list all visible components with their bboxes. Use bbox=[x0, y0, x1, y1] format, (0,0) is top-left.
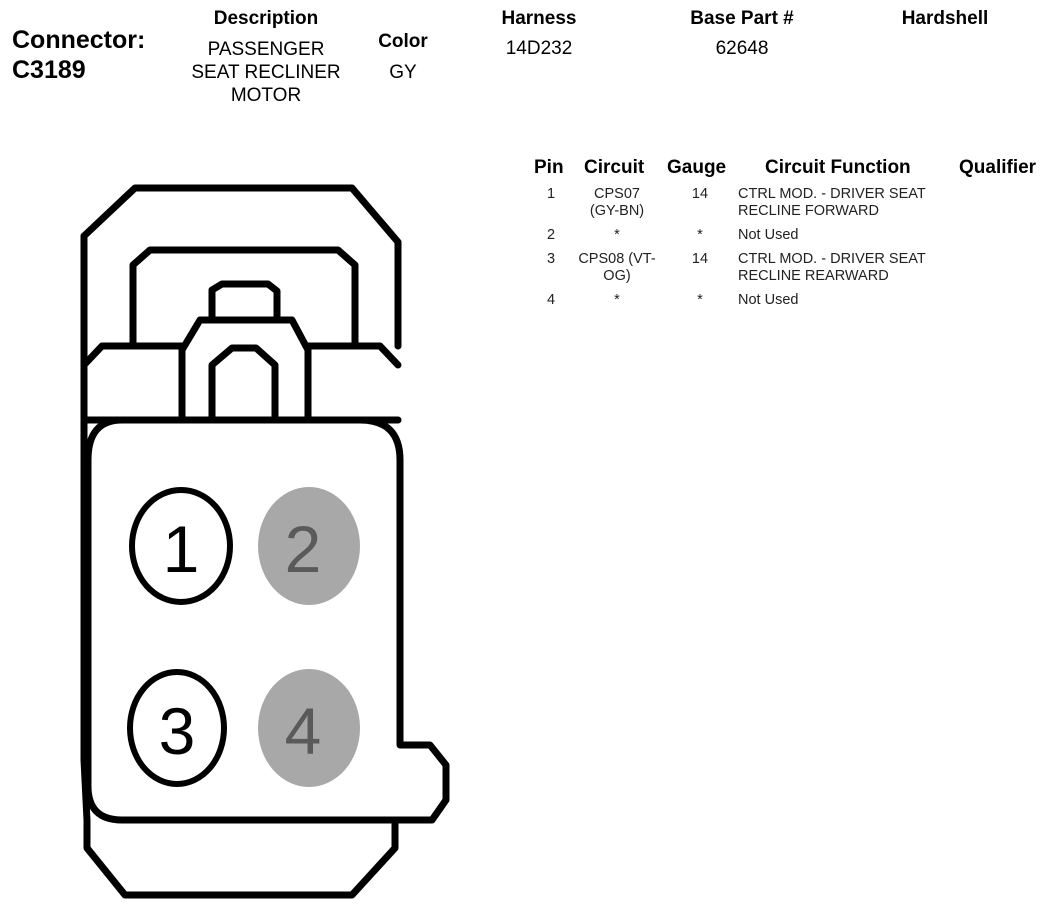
description-header: Description bbox=[213, 8, 319, 29]
pin-2: 2 bbox=[258, 487, 360, 605]
function-line: CTRL MOD. - DRIVER SEAT bbox=[738, 251, 926, 267]
connector-main-face bbox=[84, 416, 450, 824]
table-row-gauge: * bbox=[697, 227, 703, 243]
connector-label: Connector: bbox=[12, 26, 146, 54]
harness-value: 14D232 bbox=[505, 38, 573, 59]
connector-id: C3189 bbox=[12, 56, 86, 84]
col-circuit: Circuit bbox=[584, 157, 645, 178]
base-part-value: 62648 bbox=[715, 38, 769, 59]
table-row-gauge: 14 bbox=[691, 186, 709, 202]
col-circuit-function: Circuit Function bbox=[765, 157, 911, 178]
pin-cavities: 1 2 3 4 bbox=[127, 487, 360, 787]
table-row-function: CTRL MOD. - DRIVER SEAT RECLINE FORWARD bbox=[738, 186, 926, 220]
latch-tab bbox=[208, 280, 281, 322]
pin-2-label: 2 bbox=[285, 512, 322, 586]
right-shoulder bbox=[304, 342, 402, 369]
circuit-line: OG) bbox=[603, 268, 631, 284]
latch-frame bbox=[129, 246, 359, 350]
pin-3-label: 3 bbox=[159, 694, 196, 768]
table-row-pin: 1 bbox=[546, 186, 556, 202]
description-line: MOTOR bbox=[230, 85, 302, 106]
circuit-line: (GY-BN) bbox=[589, 203, 645, 219]
col-pin: Pin bbox=[534, 157, 564, 178]
pin-4-label: 4 bbox=[285, 694, 322, 768]
function-line: RECLINE FORWARD bbox=[738, 203, 879, 219]
description-value: PASSENGER SEAT RECLINER MOTOR bbox=[166, 38, 366, 107]
color-value: GY bbox=[389, 62, 417, 83]
table-row-function: CTRL MOD. - DRIVER SEAT RECLINE REARWARD bbox=[738, 251, 926, 285]
table-row-circuit: * bbox=[614, 227, 620, 243]
hardshell-header: Hardshell bbox=[901, 8, 989, 29]
table-row-circuit: CPS07 (GY-BN) bbox=[567, 186, 667, 220]
pin-3-cavity bbox=[127, 669, 227, 787]
pin-1: 1 bbox=[129, 487, 233, 605]
table-row-circuit: CPS08 (VT- OG) bbox=[567, 251, 667, 285]
color-header: Color bbox=[378, 31, 428, 52]
table-row-pin: 2 bbox=[546, 227, 556, 243]
table-row-gauge: * bbox=[697, 292, 703, 308]
pin-1-label: 1 bbox=[163, 512, 200, 586]
circuit-line: CPS07 bbox=[594, 186, 640, 202]
table-row-circuit: * bbox=[614, 292, 620, 308]
col-qualifier: Qualifier bbox=[959, 157, 1037, 178]
table-row-function: Not Used bbox=[738, 292, 799, 308]
pin-4-cavity bbox=[258, 669, 360, 787]
description-line: SEAT RECLINER bbox=[191, 62, 341, 83]
left-shoulder bbox=[80, 342, 186, 369]
base-part-header: Base Part # bbox=[690, 8, 794, 29]
latch-slot bbox=[208, 344, 279, 424]
harness-header: Harness bbox=[501, 8, 577, 29]
table-row-pin: 4 bbox=[546, 292, 556, 308]
latch-ramp bbox=[178, 316, 312, 424]
pin-3: 3 bbox=[127, 669, 227, 787]
pin-4: 4 bbox=[258, 669, 360, 787]
table-row-gauge: 14 bbox=[691, 251, 709, 267]
function-line: RECLINE REARWARD bbox=[738, 268, 889, 284]
pin-1-cavity bbox=[129, 487, 233, 605]
pin-2-cavity bbox=[258, 487, 360, 605]
table-row-pin: 3 bbox=[546, 251, 556, 267]
function-line: CTRL MOD. - DRIVER SEAT bbox=[738, 186, 926, 202]
col-gauge: Gauge bbox=[667, 157, 727, 178]
description-line: PASSENGER bbox=[207, 39, 325, 60]
connector-top-cap bbox=[80, 184, 402, 350]
circuit-line: CPS08 (VT- bbox=[578, 251, 656, 267]
table-row-function: Not Used bbox=[738, 227, 799, 243]
